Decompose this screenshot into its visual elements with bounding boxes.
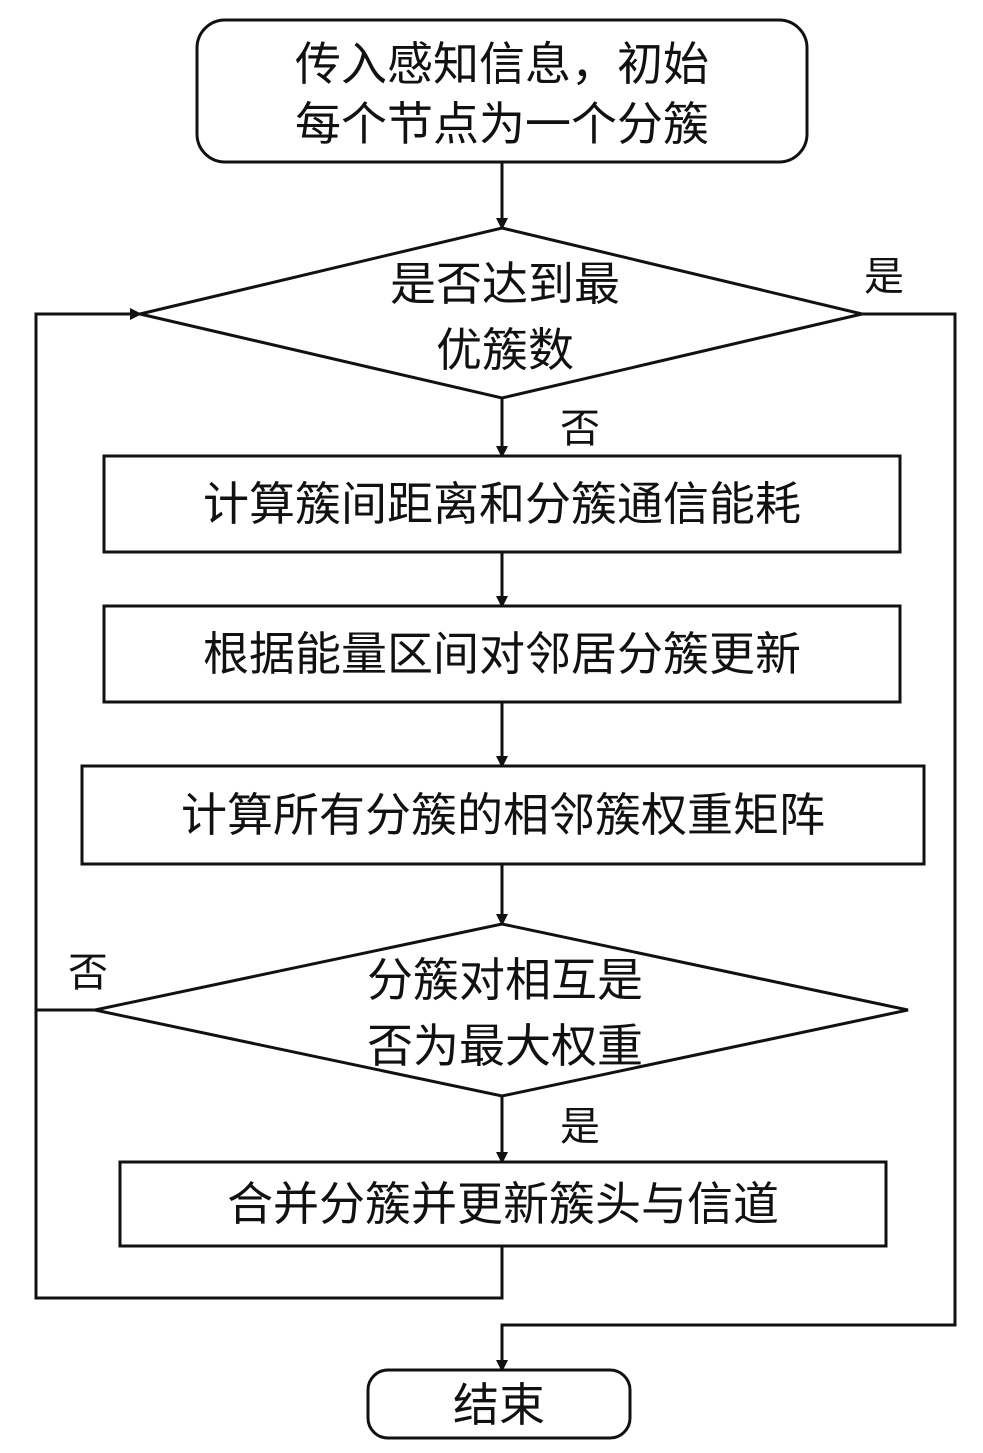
step-compute-distance <box>102 454 902 554</box>
decision-optimal-line1: 是否达到最 <box>390 257 620 311</box>
edge-max-weight-no-loop <box>34 308 142 1012</box>
step-weight-matrix-label: 计算所有分簇的相邻簇权重矩阵 <box>181 788 825 842</box>
edge-optimal-yes-path <box>496 312 957 1372</box>
start-node-line1: 传入感知信息，初始 <box>295 37 709 91</box>
edge-merge-loop <box>34 1010 504 1300</box>
end-node-label: 结束 <box>453 1378 545 1432</box>
edge-label-max-weight-no: 否 <box>68 950 108 996</box>
start-node-line2: 每个节点为一个分簇 <box>295 97 709 151</box>
decision-max-weight-line1: 分簇对相互是 <box>367 953 643 1007</box>
step-compute-distance-label: 计算簇间距离和分簇通信能耗 <box>203 477 801 531</box>
edge-label-max-weight-yes: 是 <box>560 1104 600 1150</box>
step-merge <box>118 1160 888 1248</box>
decision-max-weight-line2: 否为最大权重 <box>367 1019 643 1073</box>
end-node <box>366 1368 632 1440</box>
step-update-neighbors-label: 根据能量区间对邻居分簇更新 <box>203 627 801 681</box>
step-merge-label: 合并分簇并更新簇头与信道 <box>227 1177 779 1231</box>
edge-label-optimal-no: 否 <box>560 406 600 452</box>
decision-optimal-line2: 优簇数 <box>436 323 574 377</box>
edge-label-optimal-yes: 是 <box>864 254 904 300</box>
